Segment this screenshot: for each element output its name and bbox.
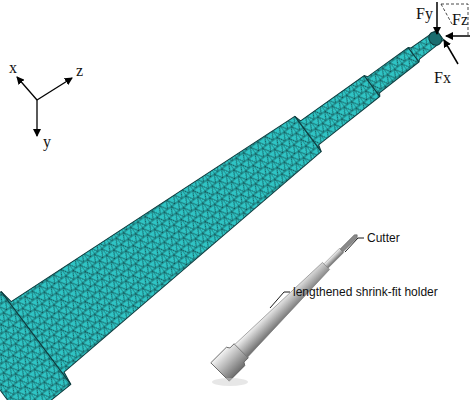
axis-label: y (43, 134, 51, 150)
force-label: Fy (416, 6, 433, 22)
axis-label: x (9, 60, 17, 76)
force-label: Fz (452, 12, 468, 28)
force-vectors (437, 2, 470, 64)
axis-label: z (76, 63, 83, 79)
part-label: Cutter (367, 232, 400, 244)
force-label: Fx (434, 70, 451, 86)
holder-photo (211, 226, 367, 382)
part-label: lengthened shrink-fit holder (293, 286, 438, 298)
axis-triad (17, 77, 72, 136)
